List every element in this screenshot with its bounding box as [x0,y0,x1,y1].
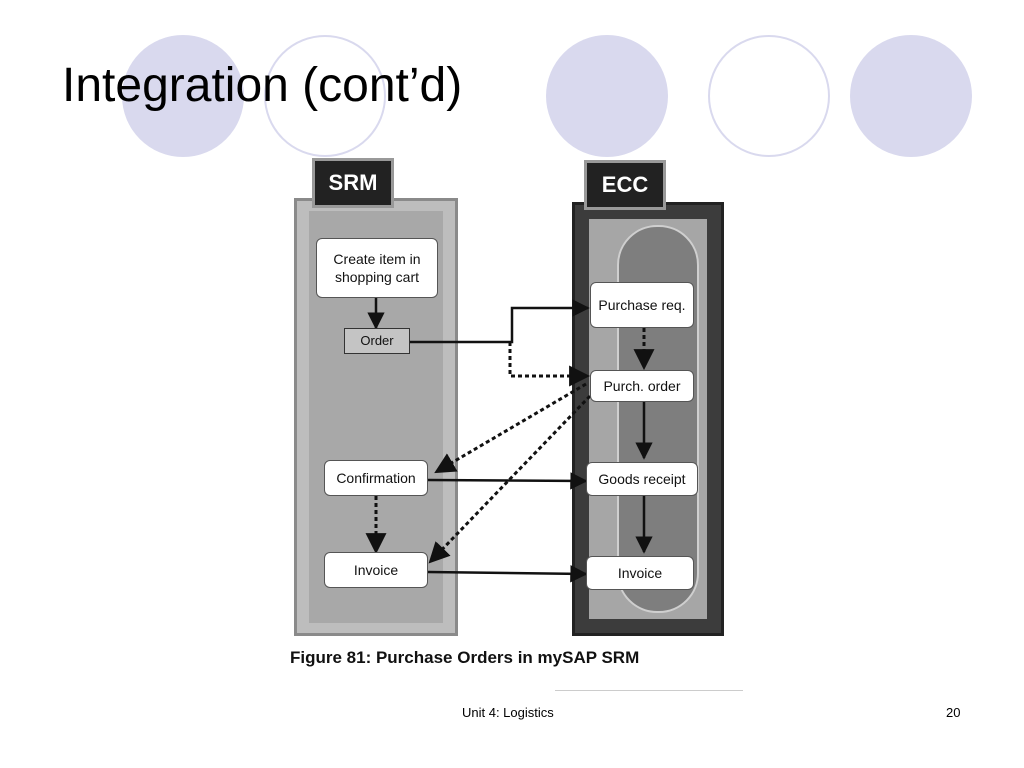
node-create-item: Create item in shopping cart [316,238,438,298]
node-purchase-req: Purchase req. [590,282,694,328]
node-order: Order [344,328,410,354]
arrow-purch-order-to-srm-invoice [428,394,592,564]
decor-circle [708,35,830,157]
decor-circle [122,35,244,157]
srm-tab-label: SRM [312,158,394,208]
footer-divider [555,690,743,691]
node-srm-invoice: Invoice [324,552,428,588]
slide-title: Integration (cont’d) [62,59,463,112]
decor-circle [546,35,668,157]
arrow-order-to-purchase-req [410,299,590,344]
arrow-purch-order-to-confirmation [434,382,587,474]
node-confirmation: Confirmation [324,460,428,496]
page-number: 20 [946,705,961,720]
node-purch-order: Purch. order [590,370,694,402]
arrow-confirmation-to-goods-receipt [427,472,588,490]
footer-text: Unit 4: Logistics [462,705,554,720]
ecc-tab-label: ECC [584,160,666,210]
decor-circle [264,35,386,157]
connector-arrows [365,298,655,583]
srm-ecc-figure: SRM ECC Create item in shopping cart Ord… [280,148,740,678]
node-ecc-invoice: Invoice [586,556,694,590]
arrow-srm-invoice-to-ecc-invoice [427,565,588,583]
arrow-order-to-purch-order [508,342,591,387]
node-goods-receipt: Goods receipt [586,462,698,496]
decor-circle [850,35,972,157]
figure-caption: Figure 81: Purchase Orders in mySAP SRM [290,648,640,667]
